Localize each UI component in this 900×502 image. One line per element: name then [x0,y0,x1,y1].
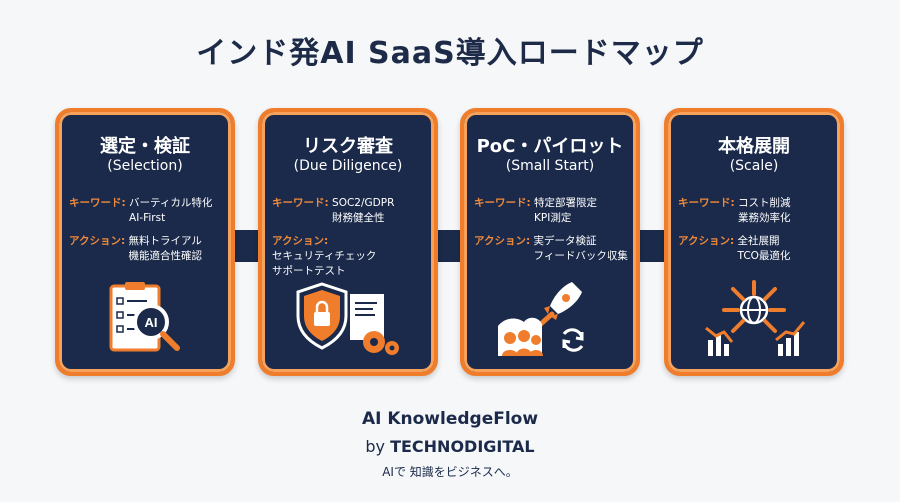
keyword-line: AI-First [129,212,166,224]
shield-lock-document-gear-icon [292,280,404,360]
action-line: 無料トライアル [128,235,202,247]
action-label: アクション: [474,235,531,247]
keyword-line: コスト削減 [738,197,791,209]
action-line: サポートテスト [272,265,346,277]
action-label: アクション: [69,235,126,247]
step-title: 本格展開 [718,136,790,157]
step-subtitle: (Due Diligence) [293,158,403,174]
rocket-team-feedback-icon [494,280,606,360]
step-card-selection: 選定・検証 (Selection) キーワード: バーティカル特化 AI-Firs… [55,108,235,376]
step-subtitle: (Small Start) [505,158,595,174]
step-title: リスク審査 [303,136,393,157]
action-line: 実データ検証 [533,235,597,247]
keyword-label: キーワード: [272,197,329,209]
keyword-line: KPI測定 [534,212,572,224]
keyword-line: 業務効率化 [738,212,791,224]
action-row: アクション: 実データ検証フィードバック収集 [474,234,630,264]
action-label: アクション: [678,235,735,247]
action-line: TCO最適化 [737,250,791,262]
keyword-row: キーワード: コスト削減業務効率化 [678,196,834,226]
action-line: 機能適合性確認 [128,250,203,262]
step-title: 選定・検証 [100,136,190,157]
keyword-label: キーワード: [69,197,126,209]
keyword-line: 財務健全性 [332,212,385,224]
keyword-line: 特定部署限定 [534,197,598,209]
brand-name: AI KnowledgeFlow [361,409,539,429]
action-row: アクション: 全社展開 TCO最適化 [678,234,834,264]
step-subtitle: (Scale) [729,158,779,174]
keyword-line: SOC2/GDPR [332,197,395,209]
globe-expansion-growth-icon [698,280,810,360]
step-subtitle: (Selection) [107,158,183,174]
keyword-label: キーワード: [474,197,531,209]
action-row: アクション: 無料トライアル機能適合性確認 [69,234,225,264]
keyword-label: キーワード: [678,197,735,209]
action-label: アクション: [272,235,329,247]
brand-tagline: AIで 知識をビジネスへ。 [382,465,518,479]
action-line: フィードバック収集 [533,250,628,262]
step-card-scale: 本格展開 (Scale) キーワード: コスト削減業務効率化 アクション: 全社… [664,108,844,376]
company-name: TECHNODIGITAL [390,437,535,456]
action-row: アクション: セキュリティチェックサポートテスト [272,234,428,279]
step-card-small-start: PoC・パイロット (Small Start) キーワード: 特定部署限定 KPI… [460,108,640,376]
page-title: インド発AI SaaS導入ロードマップ [196,36,704,71]
svg-text:AI: AI [145,315,158,330]
action-line: 全社展開 [737,235,780,247]
keyword-line: バーティカル特化 [129,197,213,209]
brand-byline: by TECHNODIGITAL [0,437,900,456]
keyword-row: キーワード: バーティカル特化 AI-First [69,196,225,226]
step-card-due-diligence: リスク審査 (Due Diligence) キーワード: SOC2/GDPR 財務… [258,108,438,376]
byline-prefix: by [365,437,385,456]
keyword-row: キーワード: SOC2/GDPR 財務健全性 [272,196,428,226]
checklist-ai-magnifier-icon: AI [89,280,201,360]
step-title: PoC・パイロット [476,136,624,157]
keyword-row: キーワード: 特定部署限定 KPI測定 [474,196,630,226]
action-line: セキュリティチェック [272,250,377,262]
